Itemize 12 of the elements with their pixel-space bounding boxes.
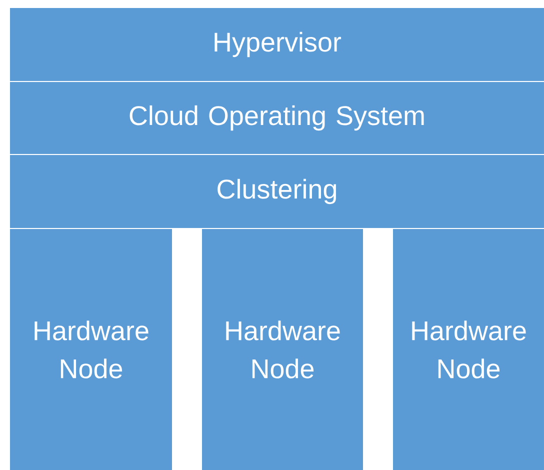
hardware-node-box: Hardware Node [10,228,172,470]
node-label: Hypervisor [214,32,342,58]
layer-band: Cloud Operating System [10,82,544,154]
node-label: Cloud Operating System [130,105,424,131]
hardware-node-box: Hardware Node [202,228,363,470]
node-label: Clustering [218,178,336,204]
node-label: Hardware Node [412,320,526,378]
layer-band: Hypervisor [10,8,544,81]
layer-band: Clustering [10,155,544,228]
node-label: Hardware Node [226,320,340,378]
hardware-node-box: Hardware Node [393,228,544,470]
node-label: Hardware Node [34,320,148,378]
